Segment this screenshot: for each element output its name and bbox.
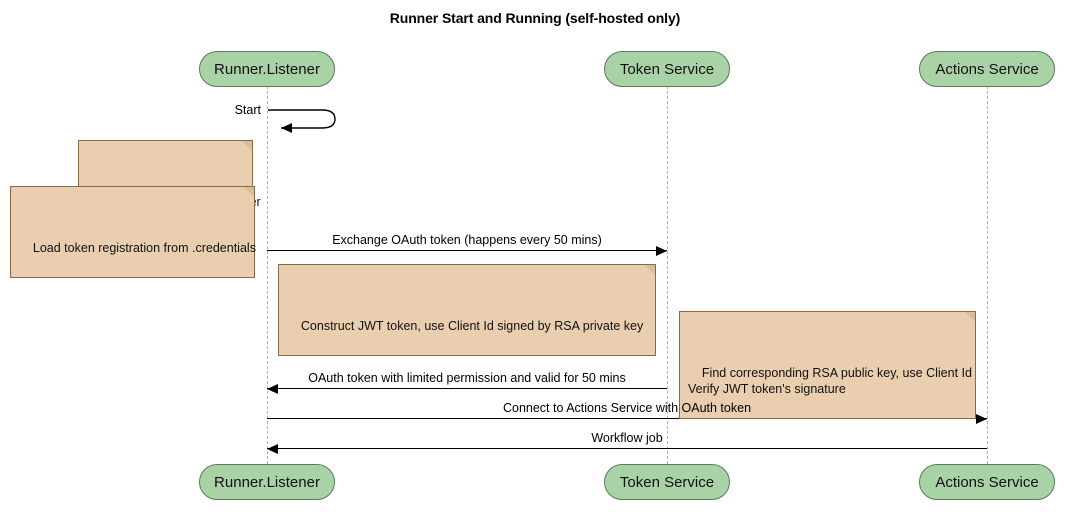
self-message-start xyxy=(267,104,347,138)
note-fold-inner-icon xyxy=(645,265,655,275)
participant-runner-top[interactable]: Runner.Listener xyxy=(199,51,335,87)
participant-token-bottom[interactable]: Token Service xyxy=(604,464,730,500)
note-load-token-registration: Load token registration from .credential… xyxy=(10,186,256,278)
participant-runner-bottom[interactable]: Runner.Listener xyxy=(199,464,335,500)
message-line-connect-actions xyxy=(267,418,987,419)
participant-label: Token Service xyxy=(619,473,715,491)
note-fold-inner-icon xyxy=(965,312,975,322)
participant-token-top[interactable]: Token Service xyxy=(604,51,730,87)
self-message-start-label: Start xyxy=(234,103,261,117)
message-label-connect-actions: Connect to Actions Service with OAuth to… xyxy=(502,401,752,415)
arrowhead-right-icon xyxy=(976,414,987,424)
message-line-oauth-token-return xyxy=(267,388,667,389)
note-fold-inner-icon xyxy=(242,141,252,151)
message-line-workflow-job xyxy=(267,448,987,449)
arrowhead-left-icon xyxy=(267,384,278,394)
participant-label: Runner.Listener xyxy=(214,473,320,491)
note-verify-jwt: Find corresponding RSA public key, use C… xyxy=(679,311,976,419)
message-label-workflow-job: Workflow job xyxy=(591,431,663,445)
note-text: Construct JWT token, use Client Id signe… xyxy=(300,319,644,333)
participant-label: Runner.Listener xyxy=(214,60,320,78)
note-construct-jwt: Construct JWT token, use Client Id signe… xyxy=(278,264,656,356)
arrowhead-right-icon xyxy=(656,246,667,256)
message-label-exchange-oauth: Exchange OAuth token (happens every 50 m… xyxy=(332,233,602,247)
message-line-exchange-oauth xyxy=(267,250,667,251)
participant-label: Actions Service xyxy=(935,473,1039,491)
participant-label: Token Service xyxy=(619,60,715,78)
arrowhead-left-icon xyxy=(267,444,278,454)
note-text: Load token registration from .credential… xyxy=(32,241,256,255)
participant-actions-top[interactable]: Actions Service xyxy=(919,51,1055,87)
page-title: Runner Start and Running (self-hosted on… xyxy=(389,10,681,26)
participant-actions-bottom[interactable]: Actions Service xyxy=(919,464,1055,500)
note-text: Find corresponding RSA public key, use C… xyxy=(688,366,972,396)
lifeline-actions xyxy=(987,86,988,464)
participant-label: Actions Service xyxy=(935,60,1039,78)
lifeline-runner xyxy=(267,86,268,464)
message-label-oauth-token-return: OAuth token with limited permission and … xyxy=(308,371,626,385)
note-fold-inner-icon xyxy=(244,187,254,197)
lifeline-token xyxy=(667,86,668,464)
